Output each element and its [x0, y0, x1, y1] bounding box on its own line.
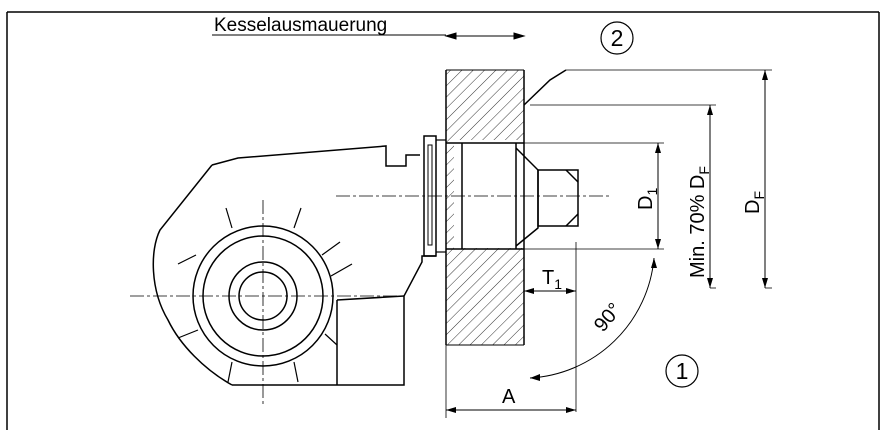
marker-1: 1 [665, 354, 699, 388]
burner-housing [152, 135, 446, 386]
min-70-percent-df-label: Min. 70% DF [687, 166, 712, 278]
fan-centerlines [130, 200, 398, 404]
boiler-wall [445, 69, 567, 346]
t1-dimension: T1 [524, 242, 577, 412]
drawing-frame [6, 11, 880, 430]
d1-label: D1 [635, 188, 660, 210]
marker-2: 2 [600, 21, 634, 55]
wall-label: Kesselausmauerung [214, 15, 387, 36]
fan-impeller [177, 207, 353, 383]
svg-text:1: 1 [676, 358, 689, 384]
wall-label-group: Kesselausmauerung [212, 15, 446, 36]
d1-dimension: D1 [635, 143, 661, 249]
burner-tube [446, 142, 579, 250]
angle-label: 90° [590, 299, 626, 336]
min-70-percent-df-dimension: Min. 70% DF [687, 105, 713, 288]
dimension-extension-lines [524, 69, 772, 289]
wall-thickness-dimension [444, 32, 526, 40]
df-label: DF [742, 191, 767, 214]
a-dimension: A [445, 345, 576, 418]
svg-text:2: 2 [611, 25, 624, 51]
df-dimension: DF [742, 70, 768, 288]
t1-label: T1 [542, 267, 562, 292]
a-label: A [502, 386, 516, 408]
